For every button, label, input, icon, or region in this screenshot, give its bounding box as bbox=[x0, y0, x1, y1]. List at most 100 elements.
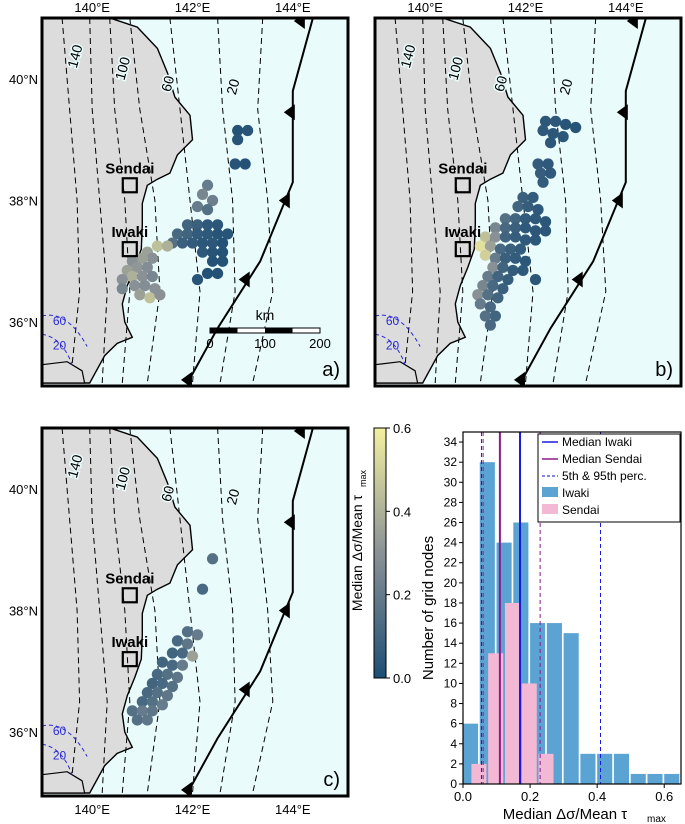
grid-node-dot bbox=[549, 115, 562, 128]
y-tick-label: 2 bbox=[450, 757, 457, 771]
iwaki-marker bbox=[454, 241, 471, 258]
colorbar-label: Median Δσ/Mean τ bbox=[349, 494, 365, 611]
grid-node-dot bbox=[232, 124, 244, 137]
grid-node-dot bbox=[161, 240, 174, 252]
grid-node-dot bbox=[487, 280, 499, 292]
y-tick-label: 16 bbox=[444, 616, 458, 630]
grid-node-dot bbox=[126, 270, 138, 283]
legend-label: Sendai bbox=[562, 503, 599, 517]
grid-node-dot bbox=[497, 261, 509, 273]
sendai-marker bbox=[121, 587, 138, 604]
x-tick-label: 0.4 bbox=[588, 789, 606, 804]
grid-node-dot bbox=[479, 310, 491, 322]
trench-barb-3 bbox=[238, 271, 250, 288]
map-frame bbox=[373, 16, 683, 388]
grid-node-dot bbox=[201, 204, 214, 216]
panel-label: b) bbox=[655, 359, 673, 381]
grid-node-dot bbox=[544, 137, 557, 149]
grid-node-dot bbox=[201, 179, 214, 191]
grid-node-dot bbox=[151, 668, 163, 680]
slab-contour-5 bbox=[217, 18, 236, 384]
grid-node-dot bbox=[141, 686, 153, 699]
deep-contour-20 bbox=[42, 743, 73, 775]
trench-barb-2 bbox=[278, 602, 290, 619]
slab-contour-1 bbox=[89, 18, 108, 384]
grid-node-dot bbox=[216, 255, 229, 267]
scale-tick: 0 bbox=[206, 336, 213, 351]
sendai-bar bbox=[521, 683, 537, 784]
histogram-xlabel-sub: max bbox=[647, 814, 666, 824]
trench-barb-3 bbox=[238, 681, 250, 698]
grid-node-dot bbox=[499, 231, 512, 243]
grid-node-dot bbox=[171, 635, 184, 647]
lon-tick-label: 144°E bbox=[275, 802, 311, 817]
y-tick-label: 8 bbox=[450, 697, 457, 711]
lon-tick-label: 144°E bbox=[608, 0, 644, 15]
grid-node-dot bbox=[547, 127, 559, 140]
grid-node-dot bbox=[527, 191, 539, 204]
grid-node-dot bbox=[181, 219, 194, 231]
grid-node-dot bbox=[191, 629, 204, 641]
grid-node-dot bbox=[489, 310, 501, 322]
grid-node-dot bbox=[211, 228, 224, 240]
y-tick-label: 6 bbox=[450, 717, 457, 731]
deep-contour-label: 60 bbox=[53, 314, 67, 328]
grid-node-dot bbox=[492, 292, 504, 304]
grid-node-dot bbox=[529, 234, 542, 246]
iwaki-marker bbox=[121, 241, 138, 258]
grid-node-dot bbox=[146, 252, 158, 264]
legend-box bbox=[537, 433, 681, 523]
panel-label: a) bbox=[322, 359, 340, 381]
grid-node-dot bbox=[479, 231, 491, 243]
lon-tick-label: 144°E bbox=[275, 0, 311, 15]
grid-node-dot bbox=[519, 222, 532, 234]
contour-label: 20 bbox=[223, 487, 243, 506]
iwaki-bar bbox=[630, 773, 646, 784]
grid-node-dot bbox=[509, 222, 522, 234]
deep-contour-label: 20 bbox=[386, 339, 400, 353]
japan-trench bbox=[186, 18, 314, 384]
plot-frame bbox=[462, 431, 682, 785]
grid-node-dot bbox=[196, 246, 209, 258]
grid-node-dot bbox=[542, 158, 554, 170]
trench-barb-2 bbox=[278, 192, 290, 209]
grid-node-dot bbox=[156, 656, 168, 668]
grid-node-dot bbox=[474, 240, 486, 252]
grid-node-dot bbox=[201, 228, 214, 240]
sendai-marker bbox=[454, 177, 471, 194]
y-tick-label: 18 bbox=[444, 596, 458, 610]
southern-land bbox=[42, 361, 86, 384]
grid-node-dot bbox=[131, 261, 143, 273]
grid-node-dot bbox=[206, 553, 219, 565]
histogram-panel: Number of grid nodes Median Δσ/Mean τ ma… bbox=[420, 431, 682, 824]
panel-label: c) bbox=[323, 769, 340, 791]
deep-contour-60 bbox=[42, 724, 88, 757]
colorbar: Median Δσ/Mean τ max 0.60.40.20.0 bbox=[349, 421, 411, 686]
lat-tick-label: 38°N bbox=[9, 603, 38, 618]
deep-contour-label: 20 bbox=[53, 339, 67, 353]
grid-node-dot bbox=[544, 167, 557, 179]
grid-node-dot bbox=[181, 638, 194, 650]
grid-node-dot bbox=[472, 289, 484, 301]
y-tick-label: 26 bbox=[444, 516, 458, 530]
iwaki-label: Iwaki bbox=[111, 634, 148, 651]
x-tick-label: 0.6 bbox=[655, 789, 673, 804]
grid-node-dot bbox=[146, 677, 158, 690]
japan-trench bbox=[186, 428, 314, 794]
slab-contour-0 bbox=[61, 428, 81, 775]
grid-node-dot bbox=[529, 213, 542, 225]
grid-node-dot bbox=[136, 270, 148, 283]
grid-node-dot bbox=[242, 124, 254, 137]
grid-node-dot bbox=[560, 118, 572, 131]
colorbar-tick-label: 0.6 bbox=[393, 421, 411, 436]
southern-land bbox=[375, 361, 419, 384]
lon-tick-label: 142°E bbox=[175, 0, 211, 15]
iwaki-marker bbox=[121, 651, 138, 668]
grid-node-dot bbox=[502, 273, 514, 286]
colorbar-tick-label: 0.0 bbox=[393, 671, 411, 686]
grid-node-dot bbox=[484, 240, 496, 252]
iwaki-bar bbox=[546, 623, 562, 784]
deep-contour-60 bbox=[375, 314, 421, 347]
grid-node-dot bbox=[206, 255, 219, 267]
